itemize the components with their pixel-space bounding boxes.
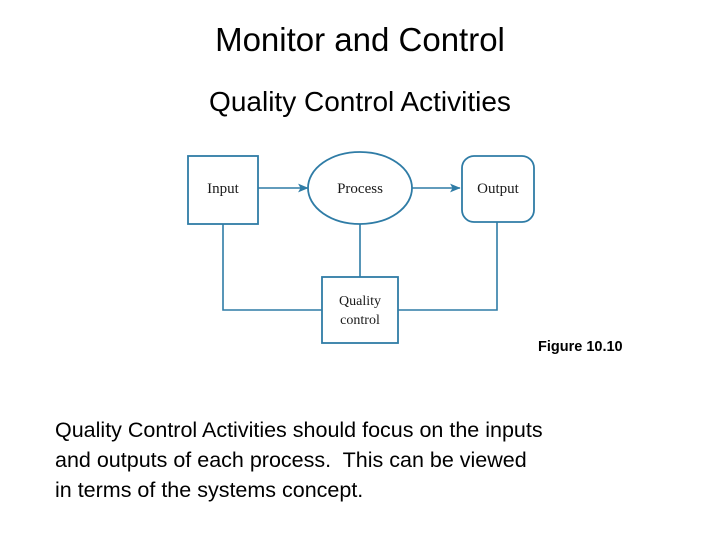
body-paragraph-line-2: and outputs of each process. This can be…	[55, 448, 527, 472]
page-title: Monitor and Control	[215, 21, 505, 58]
body-paragraph: Quality Control Activities should focus …	[55, 415, 695, 505]
diagram-node-quality-control-label-line2: control	[340, 313, 380, 328]
diagram-node-output-label: Output	[477, 181, 520, 197]
connector-input-to-quality-control	[222, 224, 322, 311]
page-subtitle: Quality Control Activities	[209, 86, 511, 117]
diagram-node-input-label: Input	[207, 181, 239, 197]
body-paragraph-line-1: Quality Control Activities should focus …	[55, 418, 543, 442]
quality-control-diagram: Input Process Output Quality control	[170, 140, 560, 360]
diagram-node-output	[461, 155, 535, 223]
figure-caption: Figure 10.10	[538, 339, 623, 355]
diagram-node-input	[187, 155, 259, 225]
body-paragraph-line-3: in terms of the systems concept.	[55, 478, 364, 502]
diagram-node-process-label: Process	[337, 181, 383, 197]
connector-output-to-quality-control	[398, 222, 498, 311]
diagram-node-quality-control	[321, 276, 399, 344]
diagram-node-process	[307, 151, 413, 225]
diagram-svg: Input Process Output Quality control	[187, 151, 535, 344]
diagram-node-quality-control-label-line1: Quality	[339, 294, 381, 309]
